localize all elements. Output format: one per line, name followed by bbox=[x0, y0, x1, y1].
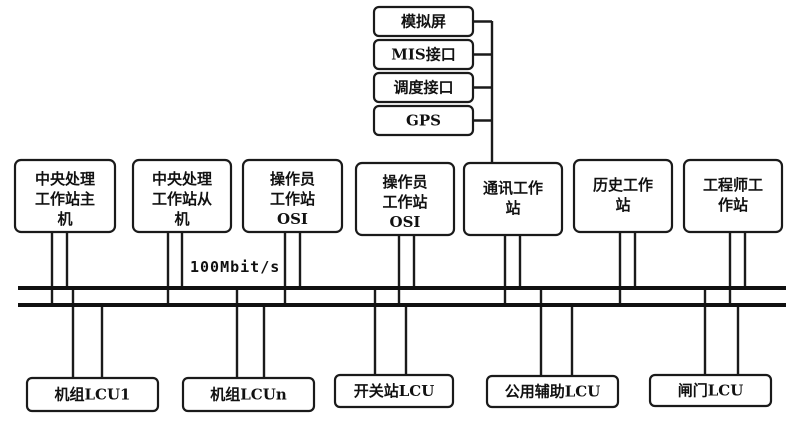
workstation-label-line: OSI bbox=[277, 210, 308, 228]
workstation-label-line: 操作员 bbox=[382, 173, 427, 191]
workstation-label-line: 工作站主 bbox=[35, 190, 95, 208]
lcu-units: 机组LCU1 机组LCUn 开关站LCU 公用辅助LCU 闸门LCU bbox=[25, 373, 773, 413]
lcu-box bbox=[648, 373, 773, 408]
workstation-box bbox=[13, 158, 117, 234]
network-speed-label: 100Mbit/s bbox=[190, 258, 280, 276]
workstation-label-line: 操作员 bbox=[270, 170, 315, 188]
lcu-label: 公用辅助LCU bbox=[505, 383, 601, 401]
lcu-label: 机组LCUn bbox=[210, 386, 287, 404]
external-label: 调度接口 bbox=[393, 79, 453, 97]
lcu-label: 开关站LCU bbox=[354, 382, 435, 400]
lcu-label: 闸门LCU bbox=[678, 382, 744, 400]
lcu-box bbox=[485, 374, 620, 409]
workstation-box bbox=[682, 158, 784, 234]
lcu-box bbox=[333, 373, 455, 409]
external-box bbox=[372, 104, 475, 137]
workstation-box bbox=[462, 161, 564, 237]
workstation-label-line: 历史工作 bbox=[593, 176, 653, 194]
external-label: GPS bbox=[406, 112, 441, 130]
connection-lines bbox=[50, 20, 747, 378]
lcu-label: 机组LCU1 bbox=[54, 386, 130, 404]
workstation-box bbox=[354, 161, 456, 237]
lcu-box bbox=[25, 376, 160, 413]
workstation-label-line: OSI bbox=[390, 213, 421, 231]
lcu-box bbox=[181, 376, 316, 413]
external-box bbox=[372, 71, 475, 104]
workstation-label-line: 工程师工 bbox=[703, 176, 763, 194]
workstation-label-line: 工作站从 bbox=[152, 190, 212, 208]
external-box bbox=[372, 38, 475, 71]
workstation-label-line: 作站 bbox=[718, 196, 748, 214]
workstation-box bbox=[131, 158, 233, 234]
workstation-box bbox=[241, 158, 344, 234]
workstation-label-line: 中央处理 bbox=[152, 170, 212, 188]
external-label: 模拟屏 bbox=[401, 13, 446, 31]
workstation-label-line: 站 bbox=[615, 196, 630, 214]
workstation-label-line: 工作站 bbox=[382, 193, 427, 211]
workstation-label-line: 机 bbox=[174, 210, 189, 228]
workstation-box bbox=[572, 158, 674, 234]
external-box bbox=[372, 5, 475, 38]
workstation-label-line: 中央处理 bbox=[35, 170, 95, 188]
workstation-label-line: 机 bbox=[57, 210, 72, 228]
workstation-label-line: 工作站 bbox=[270, 190, 315, 208]
workstation-label-line: 通讯工作 bbox=[483, 179, 543, 197]
workstation-label-line: 站 bbox=[505, 199, 520, 217]
external-label: MIS接口 bbox=[391, 46, 455, 64]
